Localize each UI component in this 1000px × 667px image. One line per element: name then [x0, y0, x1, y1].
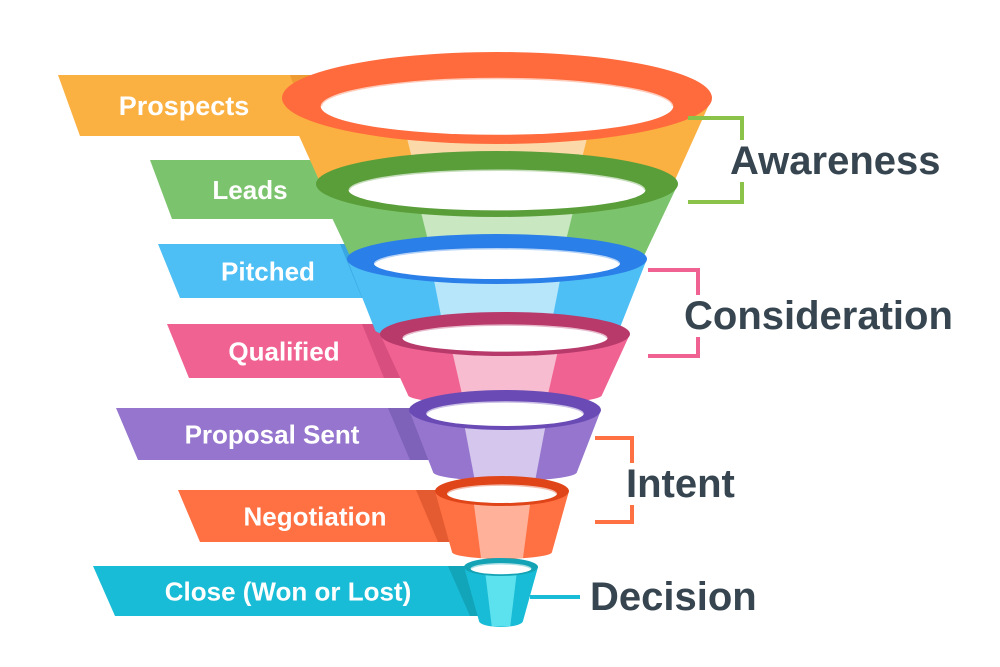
stage-label: Consideration — [684, 294, 953, 338]
stage-bracket: Intent — [595, 436, 735, 524]
funnel-rings — [282, 52, 712, 627]
bracket-gap — [728, 140, 756, 182]
level-label: Negotiation — [244, 501, 387, 531]
funnel-ring — [409, 390, 601, 481]
stage-label: Awareness — [730, 139, 941, 183]
ring-highlight — [473, 503, 531, 559]
funnel-ring — [464, 558, 538, 627]
level-label: Pitched — [221, 256, 315, 286]
level-tab-shape — [58, 75, 342, 136]
ring-opening — [320, 77, 674, 135]
ring-opening — [470, 563, 532, 575]
level-label: Leads — [212, 175, 287, 205]
ring-opening — [426, 401, 584, 426]
level-tab-shape — [167, 324, 414, 378]
funnel-level-tab: Negotiation — [178, 490, 468, 542]
funnel-level-tab: Qualified — [167, 324, 414, 378]
ring-highlight — [464, 427, 546, 481]
level-tab-shape — [178, 490, 468, 542]
level-tab-shape — [158, 244, 392, 298]
funnel-level-tab: Proposal Sent — [116, 408, 440, 460]
stage-label: Decision — [590, 575, 757, 619]
ring-inner-edge — [445, 482, 559, 495]
stage-bracket: Decision — [530, 575, 757, 619]
level-tab-shape — [93, 566, 500, 616]
stage-label: Intent — [626, 462, 735, 506]
stage-bracket: Consideration — [648, 268, 953, 358]
ring-opening — [374, 248, 620, 279]
ring-opening — [348, 169, 646, 211]
ring-inner-edge — [469, 561, 533, 570]
level-tab-shape — [116, 408, 440, 460]
funnel-level-tab: Close (Won or Lost) — [93, 566, 500, 616]
ring-inner-edge — [347, 167, 647, 191]
ring-inner-edge — [401, 322, 609, 339]
ring-opening — [402, 324, 608, 352]
bracket-gap — [618, 463, 646, 505]
ring-inner-edge — [424, 399, 586, 414]
funnel-ring — [435, 476, 569, 559]
bracket-gap — [684, 295, 712, 337]
funnel-level-tab: Leads — [150, 160, 367, 219]
level-label: Qualified — [228, 336, 339, 366]
level-label: Prospects — [119, 91, 250, 121]
ring-inner-edge — [319, 76, 675, 107]
ring-opening — [447, 484, 557, 504]
ring-inner-edge — [372, 246, 622, 264]
level-label: Proposal Sent — [185, 419, 360, 449]
stage-bracket: Awareness — [688, 116, 941, 204]
level-tab-shape — [150, 160, 367, 219]
ring-highlight — [485, 574, 517, 627]
level-label: Close (Won or Lost) — [165, 576, 412, 606]
funnel-ring — [380, 312, 630, 405]
